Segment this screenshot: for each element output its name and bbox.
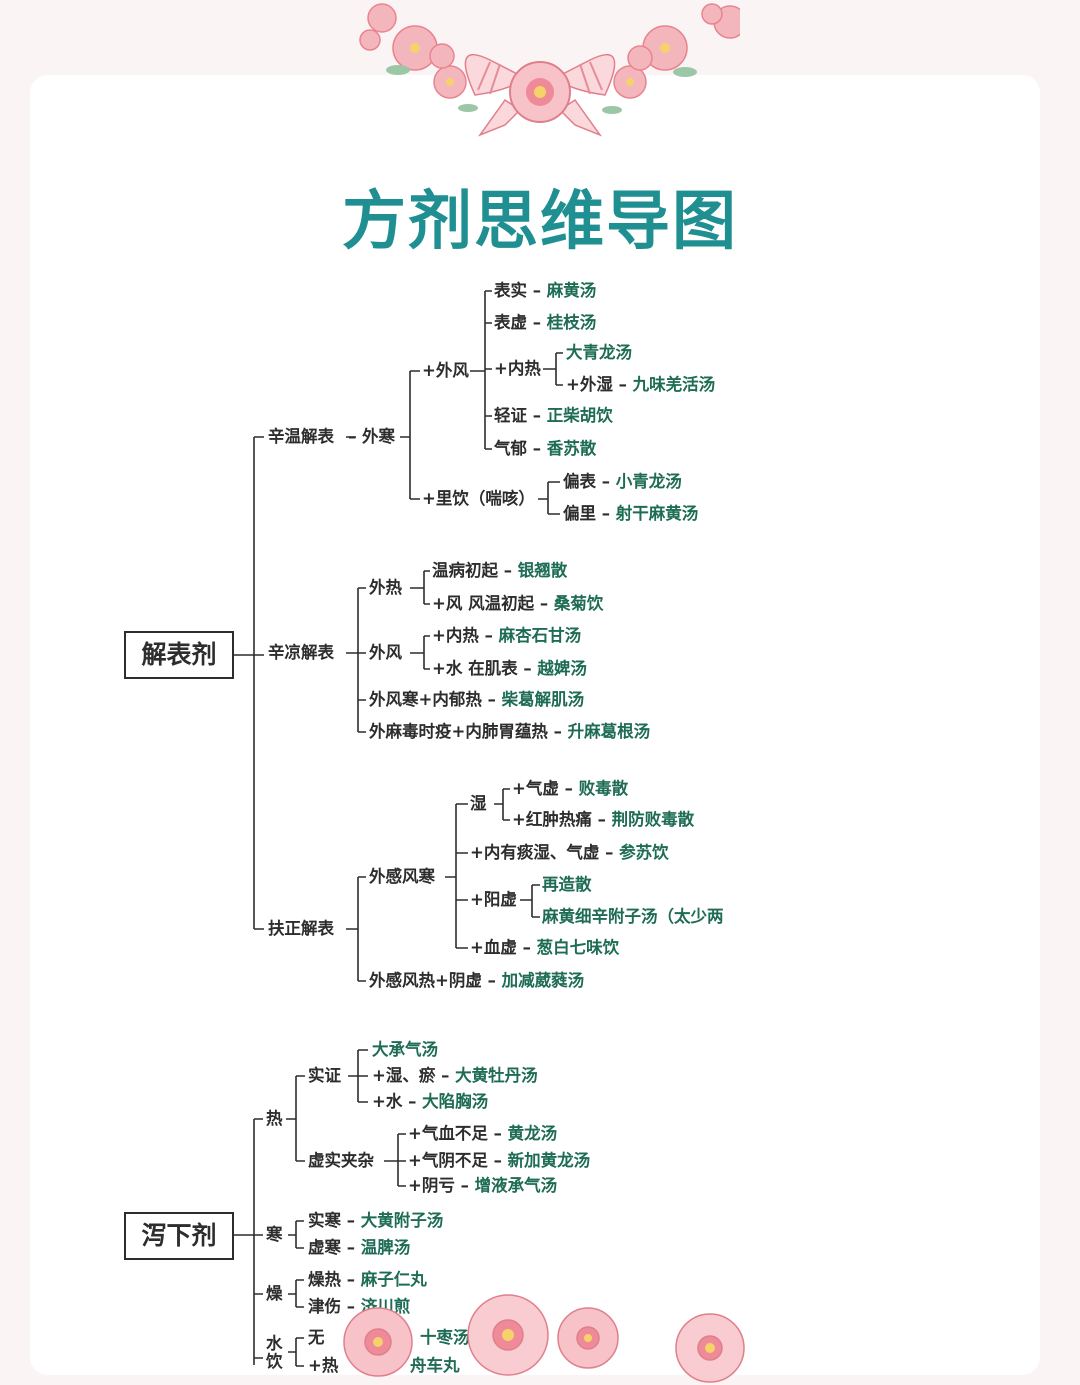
- node-wenbing: 温病初起: [432, 561, 498, 580]
- remedy-shizaotang: 十枣汤: [420, 1328, 470, 1347]
- remedy-mazirenwan: 麻子仁丸: [360, 1270, 427, 1289]
- node-shuiyin-2: 饮: [266, 1352, 283, 1371]
- node-yangxu: +阳虚: [470, 890, 517, 909]
- node-xuexu: +血虚: [470, 938, 517, 957]
- remedy-mahuangxixinfuzitang: 麻黄细辛附子汤（太少两: [542, 907, 724, 926]
- node-waire: 外热: [369, 578, 402, 597]
- node-re: 热: [266, 1109, 283, 1128]
- remedy-huanglongtang: 黄龙汤: [507, 1124, 558, 1143]
- node-zao: 燥: [266, 1284, 283, 1303]
- node-qiyu: 气郁: [494, 439, 527, 458]
- remedy-zaizaosan: 再造散: [542, 875, 592, 894]
- node-shihan: 实寒: [308, 1211, 341, 1230]
- node-shui-2: +水: [372, 1092, 403, 1111]
- node-waihan: 外寒: [362, 427, 395, 446]
- remedy-xinjiahuanglongtang: 新加黄龙汤: [507, 1151, 591, 1170]
- page-title: 方剂思维导图: [342, 185, 738, 259]
- node-biaoxu: 表虚: [494, 313, 527, 332]
- remedy-baidusan: 败毒散: [578, 779, 629, 798]
- remedy-wenpitang: 温脾汤: [360, 1238, 411, 1257]
- node-mazhenduyi: 外麻毒时疫+内肺胃蕴热: [369, 722, 548, 741]
- remedy-guizhitang: 桂枝汤: [546, 313, 597, 332]
- remedy-jiajianweiruitang: 加减葳蕤汤: [501, 971, 585, 990]
- node-xushijiaza: 虚实夹杂: [308, 1151, 374, 1170]
- remedy-shensuyin: 参苏饮: [619, 843, 669, 862]
- node-xinwen: 辛温解表: [268, 427, 334, 446]
- node-shizheng: 实证: [308, 1066, 341, 1085]
- node-han: 寒: [266, 1225, 283, 1244]
- node-fuzheng: 扶正解表: [268, 919, 334, 938]
- node-waifeng-2: 外风: [369, 643, 402, 662]
- node-shuiyin-1: 水: [266, 1334, 283, 1353]
- remedy-zhouchewan: 舟车丸: [410, 1356, 460, 1375]
- node-xuhan: 虚寒: [308, 1238, 341, 1257]
- node-waiganfengre: 外感风热+阴虚: [369, 971, 482, 990]
- node-shiyu: +湿、瘀: [372, 1066, 436, 1085]
- remedy-sheganmahuangtang: 射干麻黄汤: [615, 504, 699, 523]
- remedy-xiangsusan: 香苏散: [546, 439, 597, 458]
- remedy-mahuangtang: 麻黄汤: [546, 281, 597, 300]
- node-zaore: 燥热: [308, 1270, 341, 1289]
- node-fengwen: +风 风温初起: [432, 594, 535, 613]
- remedy-yuebitang: 越婢汤: [537, 659, 587, 678]
- remedy-dahuangmudantang: 大黄牡丹汤: [455, 1066, 538, 1085]
- node-qixuebuzu: +气血不足: [408, 1124, 488, 1143]
- node-yinkui: +阴亏: [408, 1176, 455, 1195]
- root-jiebiaoji: 解表剂: [124, 631, 234, 679]
- node-liyin: +里饮（喘咳）: [422, 489, 535, 508]
- remedy-daqinglongtang: 大青龙汤: [566, 343, 632, 362]
- node-waishi: +外湿: [566, 375, 613, 394]
- node-hongzhong: +红肿热痛: [512, 810, 592, 829]
- node-neitanshi: +内有痰湿、气虚: [470, 843, 600, 862]
- node-waiganfenghan: 外感风寒: [369, 867, 435, 886]
- node-waifeng: +外风: [422, 361, 469, 380]
- remedy-daxianxiongtang: 大陷胸汤: [422, 1092, 489, 1111]
- node-shuiyin-item1: 无: [308, 1328, 325, 1347]
- node-neire-2: +内热: [432, 626, 479, 645]
- node-jinshang: 津伤: [308, 1297, 341, 1316]
- flower-wreath-decoration: [359, 3, 740, 137]
- remedy-dachengqitang: 大承气汤: [372, 1040, 438, 1059]
- node-biaoshi: 表实: [494, 281, 527, 300]
- remedy-jiuweiqianghuotang: 九味羌活汤: [632, 375, 716, 394]
- paper-card: [30, 75, 1040, 1375]
- bottom-flowers-decoration: [343, 1294, 745, 1383]
- node-shi: 湿: [470, 794, 487, 813]
- remedy-xiaoqinglongtang: 小青龙汤: [615, 472, 682, 491]
- node-shuiyin-item2: +热: [308, 1356, 339, 1375]
- remedy-congbaiqiweiyin: 葱白七味饮: [536, 938, 620, 957]
- node-xinliang: 辛凉解表: [268, 643, 334, 662]
- node-shui-1: +水 在肌表: [432, 659, 518, 678]
- node-neire-1: +内热: [494, 359, 541, 378]
- remedy-dahuangfuzitang: 大黄附子汤: [360, 1211, 444, 1230]
- remedy-shengmagegentang: 升麻葛根汤: [567, 722, 651, 741]
- node-pianbiao: 偏表: [563, 472, 596, 491]
- node-pianli: 偏里: [563, 504, 596, 523]
- remedy-zhengchaihuyin: 正柴胡饮: [546, 406, 613, 425]
- node-qiyinbuzu: +气阴不足: [408, 1151, 488, 1170]
- remedy-sangjuyin: 桑菊饮: [553, 594, 604, 613]
- remedy-maxingshigantang: 麻杏石甘汤: [498, 626, 582, 645]
- root-xiexiaji: 泻下剂: [124, 1212, 234, 1260]
- remedy-chaigejiejitang: 柴葛解肌汤: [501, 690, 585, 709]
- remedy-zengyechengqitang: 增液承气汤: [474, 1176, 558, 1195]
- node-waifenghan: 外风寒+内郁热: [369, 690, 482, 709]
- node-qixu: +气虚: [512, 779, 559, 798]
- remedy-yinqiaosan: 银翘散: [517, 561, 568, 580]
- remedy-jingfangbaidusan: 荆防败毒散: [611, 810, 695, 829]
- node-qingzheng: 轻证: [494, 406, 527, 425]
